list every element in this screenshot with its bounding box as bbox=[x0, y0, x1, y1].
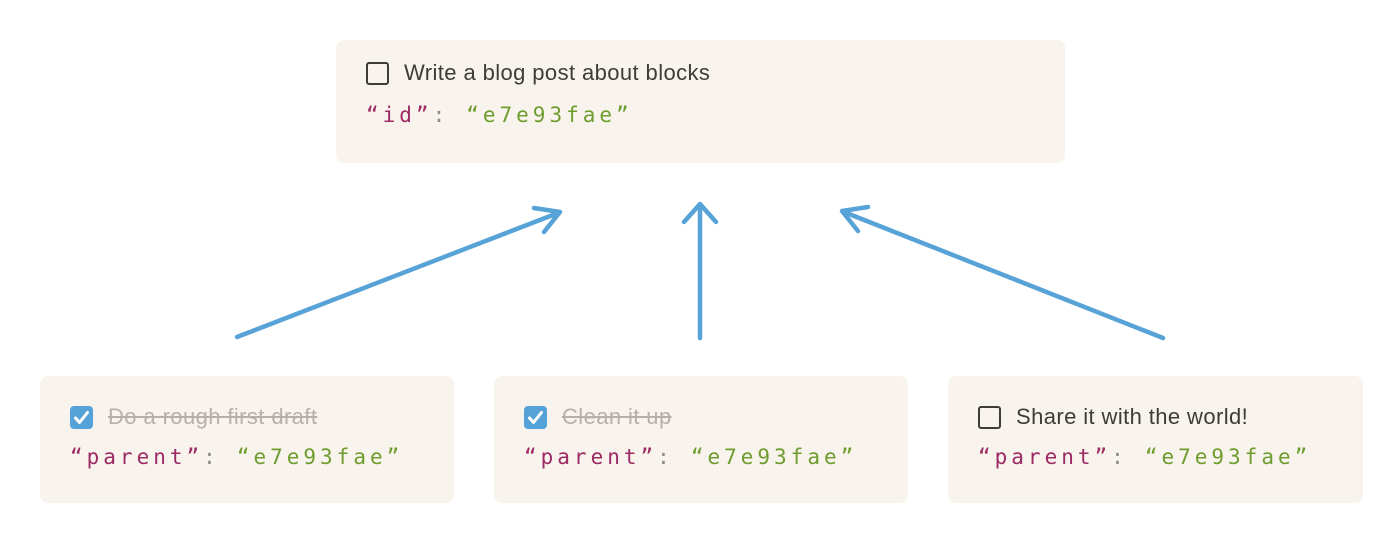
check-icon bbox=[74, 410, 89, 424]
code-colon: : bbox=[657, 445, 674, 469]
code-line: “parent”: “e7e93fae” bbox=[978, 445, 1333, 469]
code-value: “e7e93fae” bbox=[236, 445, 404, 469]
code-key: “parent” bbox=[978, 445, 1112, 469]
code-line: “parent”: “e7e93fae” bbox=[524, 445, 878, 469]
code-value: “e7e93fae” bbox=[1144, 445, 1312, 469]
code-value: “e7e93fae” bbox=[466, 103, 633, 127]
child-task-card-1: Do a rough first draft “parent”: “e7e93fa… bbox=[40, 376, 454, 503]
child-task-card-2: Clean it up “parent”: “e7e93fae” bbox=[494, 376, 908, 503]
checkbox-unchecked[interactable] bbox=[366, 61, 389, 85]
parent-task-card: Write a blog post about blocks “id”: “e7e… bbox=[336, 40, 1065, 163]
arrow-right-child-to-parent bbox=[839, 204, 1166, 341]
code-colon: : bbox=[203, 445, 220, 469]
code-colon: : bbox=[432, 103, 450, 127]
arrow-left-child-to-parent bbox=[234, 205, 563, 340]
task-title: Clean it up bbox=[562, 404, 672, 429]
code-line: “parent”: “e7e93fae” bbox=[70, 445, 424, 469]
task-row: Clean it up bbox=[524, 404, 878, 430]
checkbox-checked[interactable] bbox=[70, 405, 93, 429]
code-key: “parent” bbox=[70, 445, 204, 469]
task-title: Share it with the world! bbox=[1016, 404, 1249, 429]
task-row: Do a rough first draft bbox=[70, 404, 424, 430]
task-title: Do a rough first draft bbox=[108, 404, 318, 429]
arrow-middle-child-to-parent bbox=[681, 201, 719, 341]
code-key: “id” bbox=[366, 103, 433, 127]
child-task-card-3: Share it with the world! “parent”: “e7e93… bbox=[948, 376, 1363, 503]
check-icon bbox=[528, 410, 543, 424]
code-value: “e7e93fae” bbox=[690, 445, 858, 469]
code-colon: : bbox=[1111, 445, 1128, 469]
code-line: “id”: “e7e93fae” bbox=[366, 103, 1035, 127]
task-title: Write a blog post about blocks bbox=[404, 60, 711, 85]
task-row: Write a blog post about blocks bbox=[366, 60, 1035, 86]
checkbox-unchecked[interactable] bbox=[978, 405, 1001, 429]
code-key: “parent” bbox=[524, 445, 658, 469]
checkbox-checked[interactable] bbox=[524, 405, 547, 429]
task-row: Share it with the world! bbox=[978, 404, 1333, 430]
